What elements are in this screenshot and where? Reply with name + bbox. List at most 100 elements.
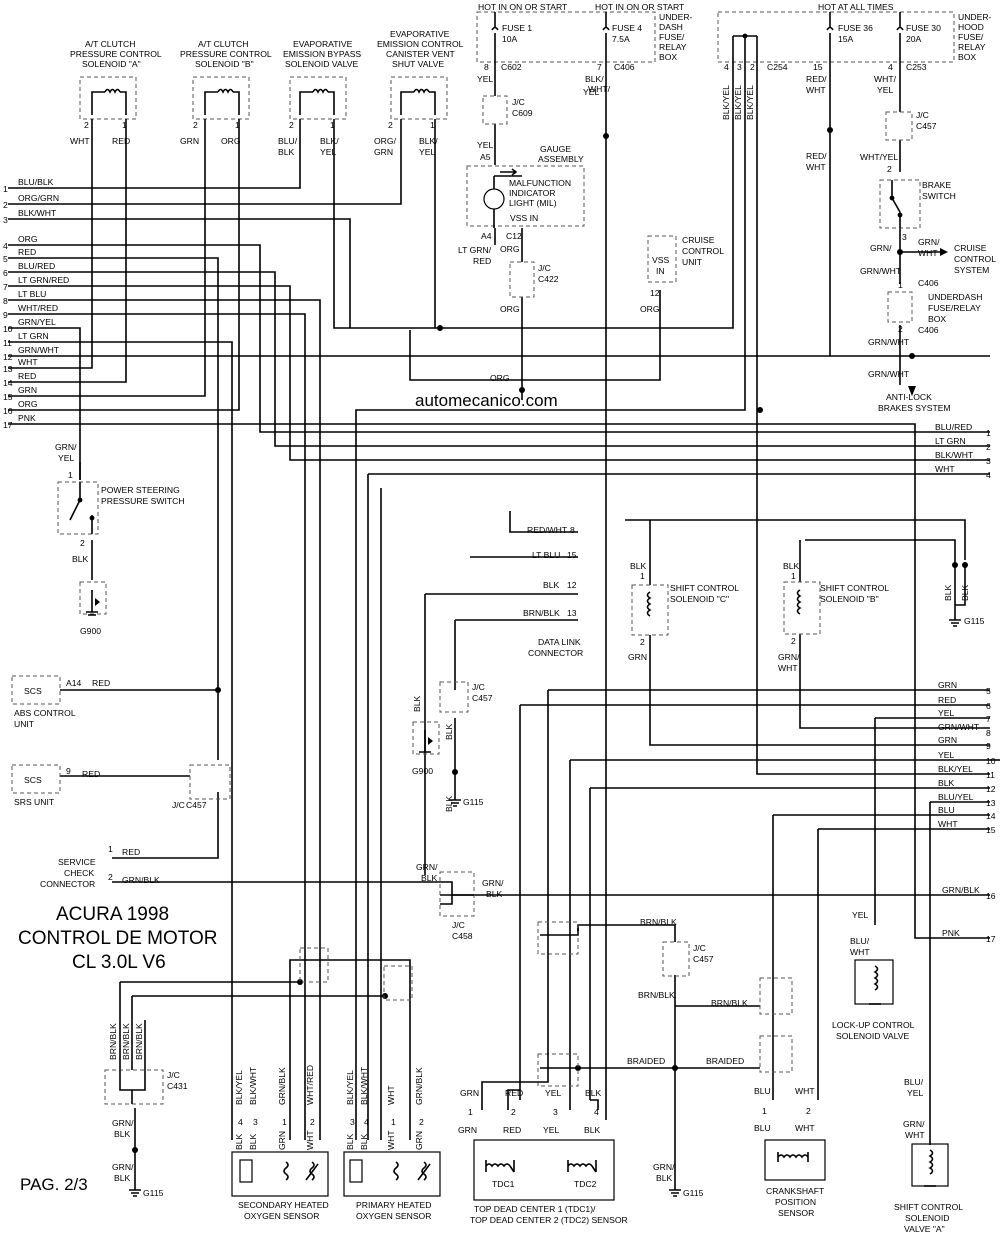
cruise-out-1: CRUISE (954, 243, 987, 253)
jc-label-c431: J/C (167, 1070, 180, 1080)
svg-text:2: 2 (806, 1106, 811, 1116)
left-bus-color: ORG (18, 399, 38, 409)
sc-wire2: GRN/BLK (122, 875, 160, 885)
dlc-l1: DATA LINK (538, 637, 581, 647)
dlc-blk-1: BLK (412, 695, 422, 712)
cruise-l3: UNIT (682, 257, 703, 267)
solenoid-b-coil-icon (217, 88, 234, 94)
c254-wire-labels: BLK/YEL BLK/YEL BLK/YEL (721, 85, 755, 120)
comp-b-wire1: GRN (180, 136, 199, 146)
fuse36-icon (826, 26, 834, 31)
g115-label-2: G115 (964, 616, 985, 626)
right-bus-number: 3 (986, 456, 991, 466)
brn-blk-braided: BRN/BLK J/C C457 BRN/BLK BRN/BLK BRAIDED… (627, 917, 748, 1198)
right-bus-number: 7 (986, 714, 991, 724)
svg-text:2: 2 (108, 872, 113, 882)
g115-label-1: G115 (463, 797, 484, 807)
at-clutch-solenoid-a: A/T CLUTCH PRESSURE CONTROL SOLENOID "A"… (70, 39, 162, 146)
ps-switch-icon (69, 482, 93, 534)
yel-slash: YEL (583, 87, 599, 97)
ckp-l3: SENSOR (778, 1208, 814, 1218)
c254-w3: BLK/YEL (745, 85, 755, 120)
underhood-box-l5: BOX (958, 52, 976, 62)
cruise-l2: CONTROL (682, 246, 724, 256)
evap-canister-vent-valve: EVAPORATIVE EMISSION CONTROL CANISTER VE… (374, 29, 464, 157)
c254-label: C254 (767, 62, 788, 72)
po2-w3: WHT (386, 1085, 396, 1105)
svg-text:2: 2 (84, 120, 89, 130)
right-bus-number: 2 (986, 442, 991, 452)
dlc-blk-3: BLK (444, 795, 454, 812)
comp-b-wire2: ORG (221, 136, 241, 146)
ps-wire-1: GRN/ (55, 442, 77, 452)
left-bus-number: 11 (3, 338, 12, 348)
jc-c609: J/C C609 YEL YEL A5 (477, 74, 533, 162)
svg-text:3: 3 (350, 1117, 355, 1127)
sc-l3: CONNECTOR (40, 879, 95, 889)
fuse1-icon (491, 26, 499, 31)
shb-wire-top: BLK (783, 561, 800, 571)
fuse1-label: FUSE 1 (502, 23, 532, 33)
svg-text:2: 2 (887, 164, 892, 174)
ckp-w3: BLU (754, 1123, 771, 1133)
tdc-l1: TOP DEAD CENTER 1 (TDC1)/ (474, 1204, 596, 1214)
so2-i4: WHT (305, 1130, 315, 1150)
svg-text:2: 2 (898, 324, 903, 334)
comp-a-wire1: WHT (70, 136, 90, 146)
c431-w2: BRN/BLK (121, 1023, 131, 1060)
right-bus-color: GRN/WHT (938, 722, 980, 732)
c254-w2: BLK/YEL (733, 85, 743, 120)
srs-l1: SRS UNIT (14, 797, 55, 807)
abs-l2: UNIT (14, 719, 35, 729)
so2-i1: BLK (234, 1133, 244, 1150)
c431-brn-3: GRN/ (112, 1162, 134, 1172)
underhood-box-l4: RELAY (958, 42, 986, 52)
left-bus-color: BLU/BLK (18, 177, 54, 187)
right-bus-number: 14 (986, 811, 996, 821)
lu-coil-icon (873, 965, 879, 991)
lu-l1: LOCK-UP CONTROL (832, 1020, 915, 1030)
ckp-coil-icon (777, 1152, 809, 1162)
right-bus-number: 13 (986, 798, 996, 808)
right-bus-number: 11 (986, 770, 995, 780)
brn-blk-2: BRN/BLK (638, 990, 675, 1000)
solenoid-b-coil-leads (204, 91, 240, 115)
cruise-out-2: CONTROL (954, 254, 996, 264)
comp-a-l2: PRESSURE CONTROL (70, 49, 162, 59)
comp-a-l1: A/T CLUTCH (85, 39, 135, 49)
comp-b-l3: SOLENOID "B" (195, 59, 254, 69)
fuse30-label: FUSE 30 (906, 23, 941, 33)
dlc-blk-2: BLK (444, 723, 454, 740)
svg-text:4: 4 (888, 62, 893, 72)
crankshaft-position-sensor: BLU WHT 1 2 BLU WHT CRANKSHAFT POSITION … (754, 1086, 826, 1218)
right-bus-number: 1 (986, 428, 991, 438)
brn-blk-1: BRN/BLK (640, 917, 677, 927)
c458-wire-1: GRN/ (416, 862, 438, 872)
c457d-label: C457 (693, 954, 714, 964)
vss-in-label: VSS IN (510, 213, 538, 223)
cruise-vss-2: IN (656, 266, 665, 276)
cruise-vss-1: VSS (652, 255, 669, 265)
po2-i1: BLK (345, 1133, 355, 1150)
cruise-out-3: SYSTEM (954, 265, 989, 275)
po2-i2: BLK (359, 1133, 369, 1150)
c458-wire-2: BLK (421, 873, 438, 883)
po2-element-icon (393, 1161, 431, 1181)
sc-l2: CHECK (64, 868, 94, 878)
hot-all-times-label: HOT AT ALL TIMES (818, 2, 894, 12)
left-bus-color: RED (18, 247, 36, 257)
c458-label: C458 (452, 931, 473, 941)
svg-text:2: 2 (419, 1117, 424, 1127)
comp-d-wire1: ORG/ (374, 136, 397, 146)
wht-yel-2: YEL (877, 85, 893, 95)
tdc-wc2: YEL (543, 1125, 559, 1135)
fuse36-label: FUSE 36 (838, 23, 873, 33)
left-bus-color: WHT (18, 357, 38, 367)
left-bus-number: 15 (3, 392, 13, 402)
svg-text:12: 12 (650, 288, 660, 298)
brake-l1: BRAKE (922, 180, 951, 190)
jc-label-c457b: J/C (172, 800, 185, 810)
c431-w3: BRN/BLK (134, 1023, 144, 1060)
svg-text:4: 4 (364, 1117, 369, 1127)
title-line-3: CL 3.0L V6 (72, 952, 166, 973)
